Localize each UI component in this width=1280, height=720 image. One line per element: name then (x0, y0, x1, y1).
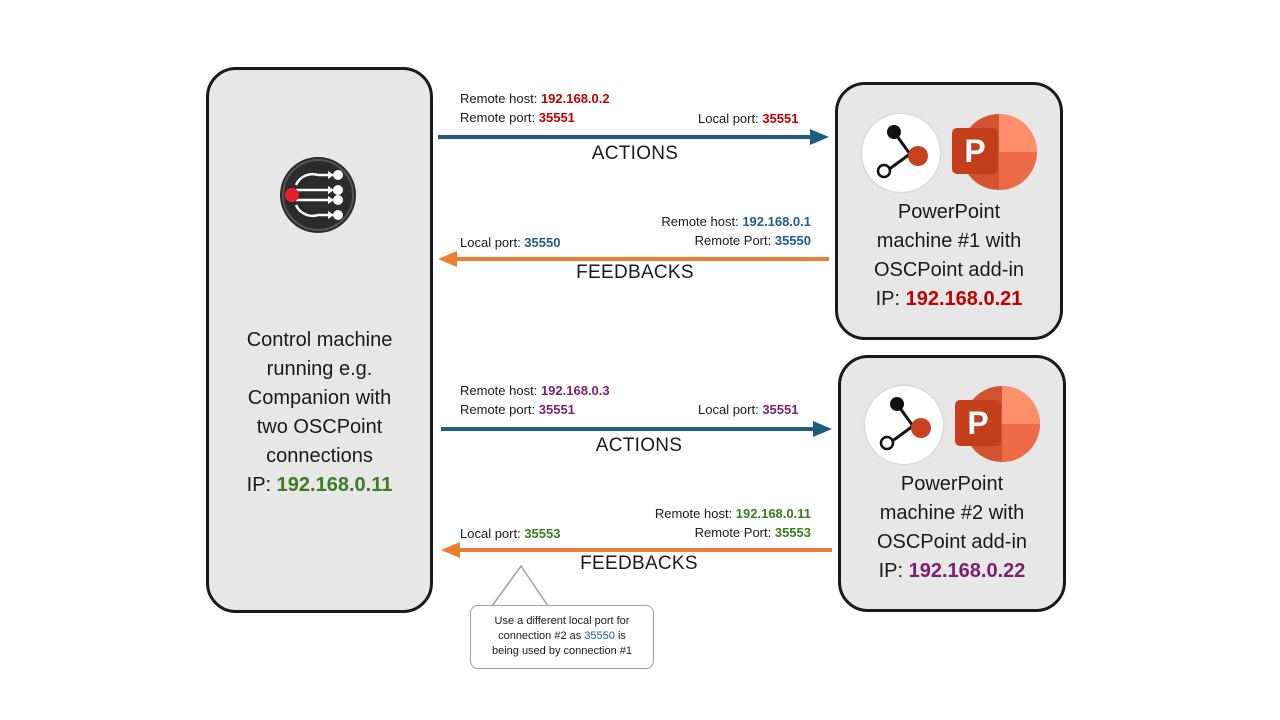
oscpoint-node-icon (865, 386, 943, 464)
conn1-feedbacks-caption: FEEDBACKS (576, 262, 694, 283)
conn1-actions-caption: ACTIONS (591, 143, 679, 164)
oscpoint-node-icon (862, 114, 940, 192)
conn2-actions-caption: ACTIONS (595, 435, 683, 456)
conn1-local-port: Local port: 35551 (698, 111, 799, 126)
powerpoint-machine-1-label: PowerPoint machine #1 with OSCPoint add-… (835, 198, 1063, 314)
conn2-fb-remote-port: Remote Port: 35553 (694, 525, 811, 540)
conn2-remote-host: Remote host: 192.168.0.3 (460, 383, 610, 398)
control-ip: IP: 192.168.0.11 (246, 474, 393, 496)
conn2-feedbacks-arrowhead (441, 542, 460, 558)
conn2-local-port: Local port: 35551 (698, 402, 799, 417)
local-port-callout: Use a different local port for connectio… (470, 605, 654, 669)
control-machine-label: Control machine running e.g. Companion w… (206, 326, 433, 500)
powerpoint-machine-2-label: PowerPoint machine #2 with OSCPoint add-… (838, 470, 1066, 586)
conn2-fb-local-port: Local port: 35553 (460, 526, 561, 541)
svg-text:P: P (964, 133, 985, 169)
callout-pointer (490, 564, 550, 607)
powerpoint-icon: P (952, 114, 1037, 190)
conn1-feedbacks-arrowhead (438, 251, 457, 267)
ppt1-ip: IP: 192.168.0.21 (875, 288, 1023, 310)
conn1-actions-arrowhead (810, 129, 829, 145)
svg-text:P: P (967, 405, 988, 441)
conn2-fb-remote-host: Remote host: 192.168.0.11 (654, 506, 811, 521)
conn1-fb-remote-port: Remote Port: 35550 (694, 233, 811, 248)
conn1-fb-local-port: Local port: 35550 (460, 235, 561, 250)
conn2-remote-port: Remote port: 35551 (460, 402, 575, 417)
conn1-remote-host: Remote host: 192.168.0.2 (460, 91, 610, 106)
ppt2-ip: IP: 192.168.0.22 (878, 560, 1026, 582)
powerpoint-icon: P (955, 386, 1040, 462)
conn2-feedbacks-caption: FEEDBACKS (580, 553, 698, 574)
companion-hub-icon (280, 157, 356, 233)
conn1-fb-remote-host: Remote host: 192.168.0.1 (661, 214, 811, 229)
conn1-remote-port: Remote port: 35551 (460, 110, 575, 125)
conn2-actions-arrowhead (813, 421, 832, 437)
